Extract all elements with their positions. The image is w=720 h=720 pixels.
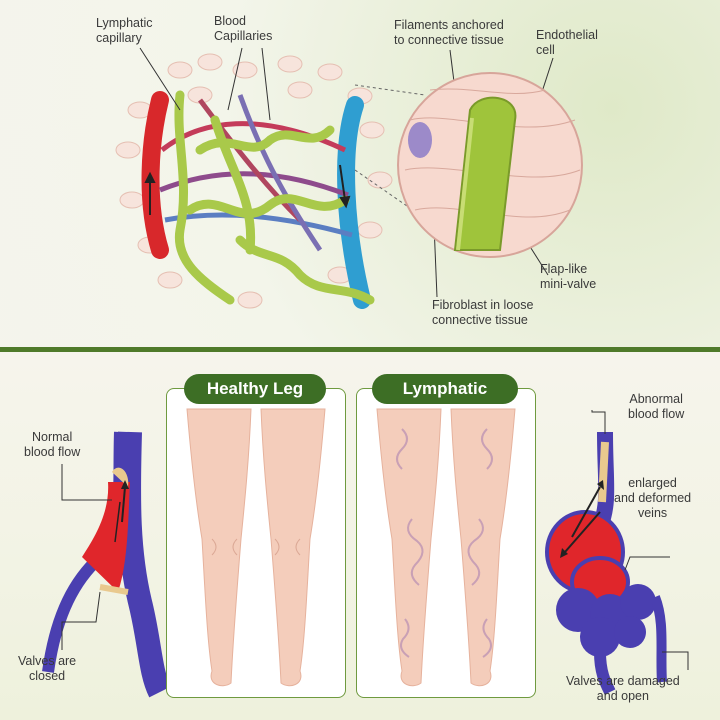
label-abnormal-flow: Abnormal blood flow (628, 392, 685, 421)
label-lymphatic-capillary: Lymphatic capillary (96, 16, 153, 45)
lymphatic-leg-panel (356, 388, 536, 698)
label-fibroblast: Fibroblast in loose connective tissue (432, 298, 534, 327)
bottom-leader-lines (61, 410, 689, 670)
healthy-leg-panel (166, 388, 346, 698)
flow-arrows (144, 164, 351, 215)
label-flap-valve: Flap-like mini-valve (540, 262, 597, 291)
lymphatic-legs-illustration (376, 408, 516, 687)
label-endothelial-cell: Endothelial cell (536, 28, 598, 57)
label-valves-damaged: Valves are damaged and open (566, 674, 680, 703)
arteriole-vessel (141, 91, 169, 259)
leg-comparison-section: Healthy Leg Lymphatic Normal blood flow … (0, 352, 720, 720)
label-enlarged-veins: enlarged and deformed veins (614, 476, 692, 520)
lymphatic-capillary-diagram: Lymphatic capillary Blood Capillaries Fi… (0, 0, 720, 348)
abnormal-vein (545, 431, 667, 695)
label-valves-closed: Valves are closed (18, 654, 77, 683)
healthy-leg-title: Healthy Leg (184, 374, 326, 404)
magnified-view (397, 72, 583, 258)
label-normal-flow: Normal blood flow (24, 430, 81, 459)
section-divider (0, 347, 720, 352)
blood-capillaries (159, 94, 353, 252)
varicose-veins (396, 428, 493, 658)
healthy-legs-illustration (186, 408, 326, 687)
label-blood-capillaries: Blood Capillaries (214, 14, 273, 43)
label-filaments: Filaments anchored to connective tissue (394, 18, 504, 47)
normal-vein (42, 431, 171, 698)
magnifier-lines (354, 84, 426, 216)
lymphatic-capillaries (174, 90, 375, 305)
endothelial-nucleus (408, 122, 432, 158)
lymphatic-title: Lymphatic (372, 374, 518, 404)
vein-illustrations (42, 410, 689, 698)
capillary-network-illustration (115, 47, 583, 309)
